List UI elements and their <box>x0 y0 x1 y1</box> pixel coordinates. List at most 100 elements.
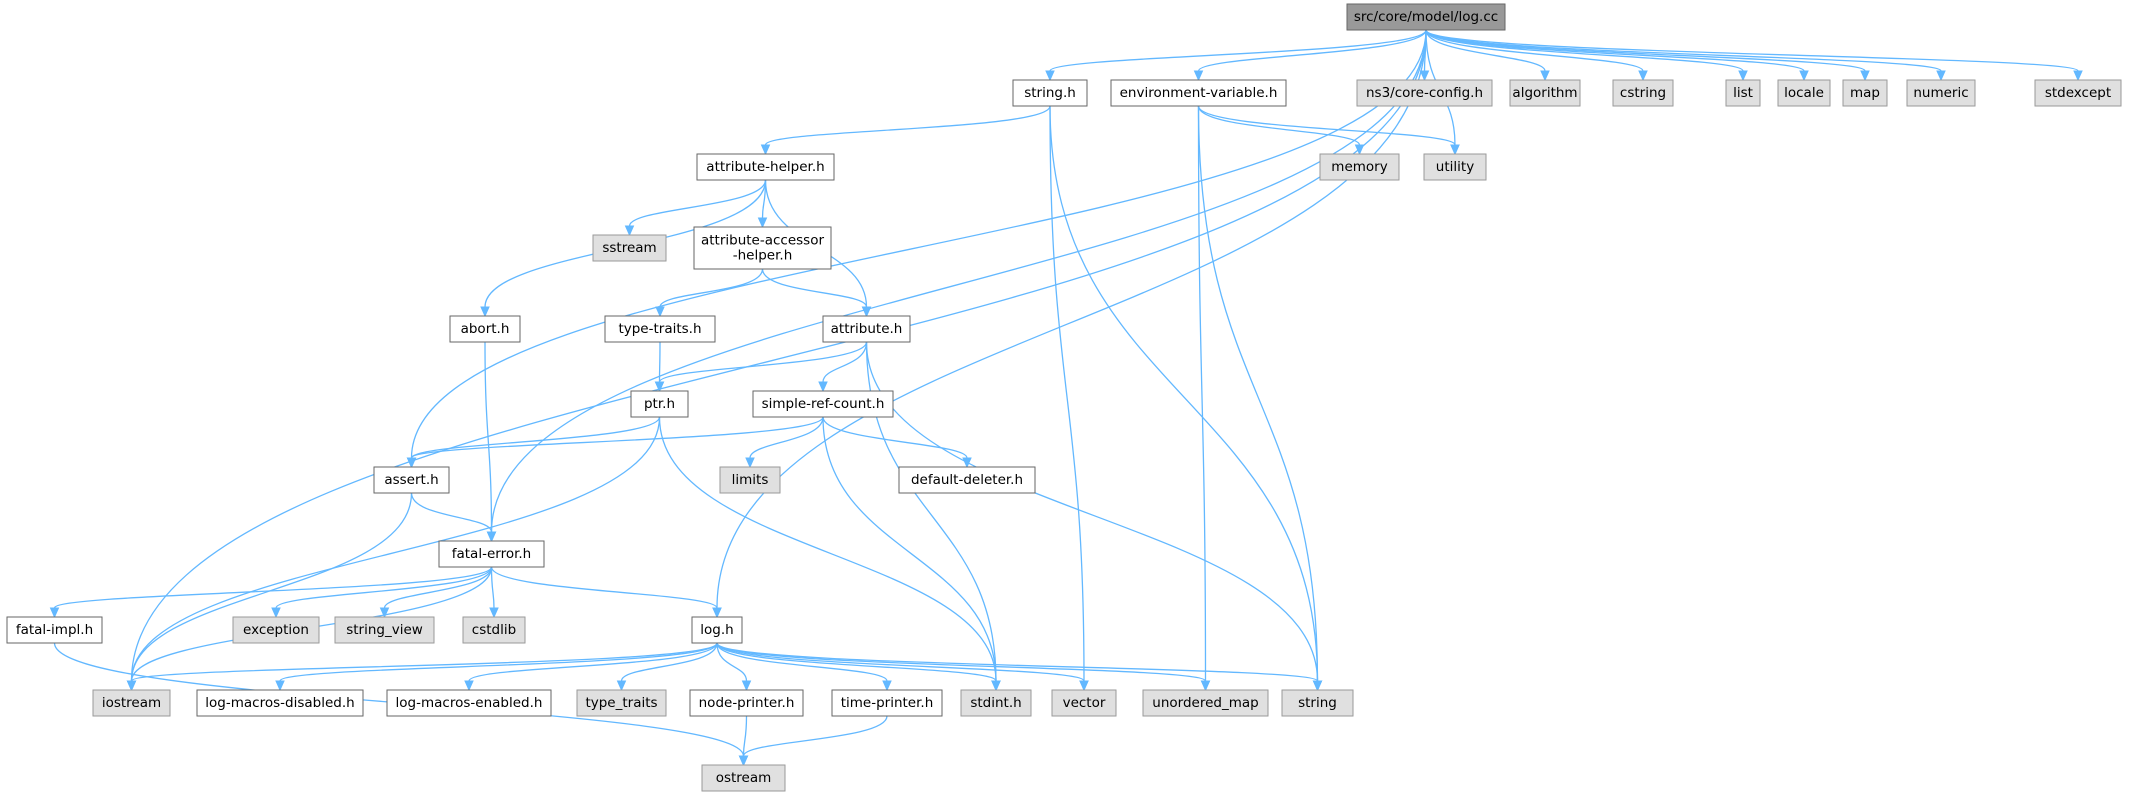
edge-arrowhead-log-h-to-iostream <box>126 680 137 692</box>
edge-arrowhead-fatal-error-h-to-string_view <box>379 607 390 619</box>
node-label-algorithm: algorithm <box>1512 85 1577 101</box>
node-box-log-macros-disabled-h <box>196 689 364 717</box>
node-memory: memory <box>1319 153 1400 181</box>
node-label-cstdlib: cstdlib <box>472 622 516 638</box>
node-iostream: iostream <box>92 689 171 717</box>
edge-string-h-to-vector <box>1049 105 1085 682</box>
edge-arrowhead-environment-variable-h-to-memory <box>1354 144 1365 156</box>
node-label-attribute-accessor-helper-h: -helper.h <box>733 248 793 264</box>
node-vector: vector <box>1051 689 1117 717</box>
node-box-string_view <box>334 616 435 644</box>
node-box-limits <box>719 466 781 494</box>
edge-arrowhead-log-h-to-log-macros-enabled-h <box>464 680 474 692</box>
node-time-printer-h[interactable]: time-printer.h <box>831 689 943 717</box>
node-sstream: sstream <box>592 234 667 262</box>
edge-simple-ref-count-h-to-default-deleter-h <box>822 416 968 459</box>
edge-log-cc-to-iostream <box>130 29 1427 682</box>
edge-attribute-h-to-ptr-h <box>658 341 868 383</box>
edge-arrowhead-attribute-accessor-helper-h-to-attribute-h <box>861 306 872 318</box>
edge-log-cc-to-log-h <box>716 29 1427 609</box>
edge-log-cc-to-map <box>1425 29 1866 72</box>
node-label-string_view: string_view <box>346 622 423 638</box>
node-label-default-deleter-h: default-deleter.h <box>911 472 1023 488</box>
edge-log-h-to-vector <box>716 642 1085 682</box>
edge-arrowhead-fatal-error-h-to-fatal-impl-h <box>49 607 60 619</box>
edge-arrowhead-fatal-error-h-to-cstdlib <box>489 607 499 619</box>
edge-arrowhead-log-cc-to-map <box>1860 70 1870 82</box>
edge-arrowhead-assert-h-to-fatal-error-h <box>486 531 497 543</box>
node-box-log-cc <box>1346 3 1506 31</box>
node-label-log-cc: src/core/model/log.cc <box>1354 9 1498 25</box>
node-environment-variable-h[interactable]: environment-variable.h <box>1110 79 1287 107</box>
edge-arrowhead-attribute-h-to-simple-ref-count-h <box>818 381 828 393</box>
node-log-macros-enabled-h[interactable]: log-macros-enabled.h <box>386 689 552 717</box>
node-box-string <box>1281 689 1354 717</box>
node-label-ptr-h: ptr.h <box>644 396 675 412</box>
edge-attribute-accessor-helper-h-to-type-traits-h <box>659 268 764 308</box>
node-label-locale: locale <box>1784 85 1824 101</box>
node-log-h[interactable]: log.h <box>691 616 743 644</box>
node-attribute-accessor-helper-h[interactable]: attribute-accessor-helper.h <box>693 226 832 270</box>
node-exception: exception <box>232 616 320 644</box>
edge-ptr-h-to-stdint-h <box>658 416 997 682</box>
node-cstring: cstring <box>1612 79 1674 107</box>
node-box-utility <box>1423 153 1487 181</box>
node-log-macros-disabled-h[interactable]: log-macros-disabled.h <box>196 689 364 717</box>
edge-arrowhead-log-h-to-node-printer-h <box>741 680 752 692</box>
node-node-printer-h[interactable]: node-printer.h <box>689 689 804 717</box>
node-label-assert-h: assert.h <box>384 472 438 488</box>
edge-log-h-to-stdint-h <box>716 642 997 682</box>
node-box-ptr-h <box>630 390 689 418</box>
node-fatal-impl-h[interactable]: fatal-impl.h <box>6 616 103 644</box>
edge-type-traits-h-to-ptr-h <box>658 341 661 383</box>
node-ptr-h[interactable]: ptr.h <box>630 390 689 418</box>
node-box-unordered_map <box>1142 689 1269 717</box>
node-type-traits-h[interactable]: type-traits.h <box>604 315 716 343</box>
node-attribute-h[interactable]: attribute.h <box>822 315 911 343</box>
node-label-limits: limits <box>732 472 769 488</box>
node-box-attribute-h <box>822 315 911 343</box>
edge-arrowhead-log-cc-to-environment-variable-h <box>1193 70 1204 82</box>
node-box-iostream <box>92 689 171 717</box>
node-box-ostream <box>701 764 786 792</box>
edge-arrowhead-log-cc-to-list <box>1738 70 1748 82</box>
node-attribute-helper-h[interactable]: attribute-helper.h <box>696 153 835 181</box>
node-box-time-printer-h <box>831 689 943 717</box>
edge-log-cc-to-stdexcept <box>1425 29 2079 72</box>
node-label-attribute-h: attribute.h <box>831 321 903 337</box>
edge-environment-variable-h-to-utility <box>1197 105 1456 146</box>
edge-log-cc-to-fatal-error-h <box>490 29 1427 533</box>
node-simple-ref-count-h[interactable]: simple-ref-count.h <box>752 390 894 418</box>
edge-arrowhead-simple-ref-count-h-to-default-deleter-h <box>962 457 972 469</box>
edge-attribute-h-to-string <box>865 341 1319 682</box>
edge-arrowhead-environment-variable-h-to-utility <box>1450 144 1460 156</box>
node-fatal-error-h[interactable]: fatal-error.h <box>438 540 545 568</box>
edge-arrowhead-fatal-error-h-to-log-h <box>712 607 722 619</box>
node-label-vector: vector <box>1063 695 1106 711</box>
node-log-cc[interactable]: src/core/model/log.cc <box>1346 3 1506 31</box>
node-string-h[interactable]: string.h <box>1012 79 1088 107</box>
node-box-simple-ref-count-h <box>752 390 894 418</box>
node-label-sstream: sstream <box>602 240 656 256</box>
node-label-numeric: numeric <box>1913 85 1968 101</box>
node-box-abort-h <box>449 315 521 343</box>
node-label-log-macros-disabled-h: log-macros-disabled.h <box>205 695 354 711</box>
node-default-deleter-h[interactable]: default-deleter.h <box>898 466 1036 494</box>
node-box-numeric <box>1906 79 1976 107</box>
node-label-unordered_map: unordered_map <box>1152 695 1258 711</box>
edge-arrowhead-string-h-to-attribute-helper-h <box>760 144 771 156</box>
edge-simple-ref-count-h-to-stdint-h <box>822 416 997 682</box>
node-label-list: list <box>1733 85 1753 101</box>
node-abort-h[interactable]: abort.h <box>449 315 521 343</box>
node-box-log-macros-enabled-h <box>386 689 552 717</box>
node-locale: locale <box>1777 79 1831 107</box>
node-assert-h[interactable]: assert.h <box>373 466 450 494</box>
edge-fatal-error-h-to-exception <box>275 566 493 609</box>
edge-attribute-accessor-helper-h-to-attribute-h <box>761 268 868 308</box>
node-box-attribute-helper-h <box>696 153 835 181</box>
edge-log-h-to-type_traits <box>620 642 718 682</box>
node-box-exception <box>232 616 320 644</box>
node-label-log-h: log.h <box>700 622 733 638</box>
node-stdexcept: stdexcept <box>2034 79 2122 107</box>
edge-string-h-to-string <box>1049 105 1319 682</box>
